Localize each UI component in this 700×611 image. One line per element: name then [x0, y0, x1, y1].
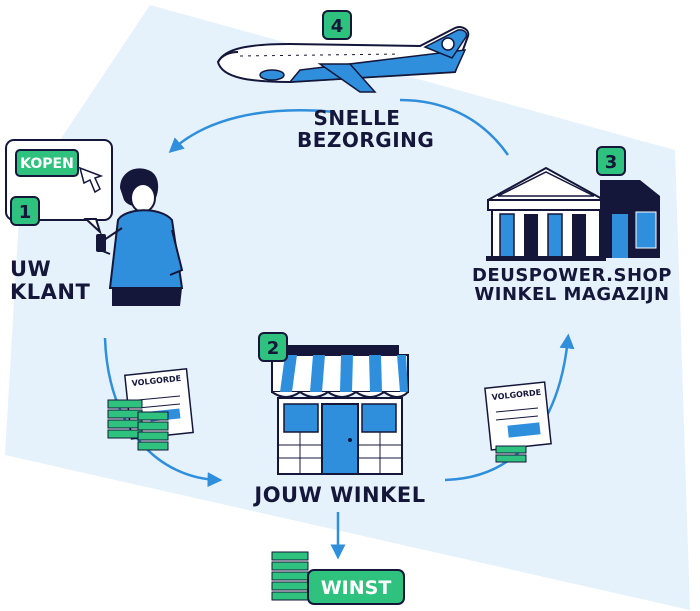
customer-label-line1: UW: [10, 257, 52, 281]
money-stack-icon-profit: [271, 551, 309, 601]
pointer-hand-icon: [78, 166, 104, 194]
money-stack-icon-right: [495, 445, 527, 463]
delivery-label: SNELLE BEZORGING: [297, 106, 435, 152]
shop-label: JOUW WINKEL: [254, 483, 426, 507]
step-number-4: 4: [322, 10, 352, 40]
warehouse-label-line2: WINKEL MAGAZIJN: [474, 284, 670, 306]
airplane-icon: [216, 26, 470, 93]
shopper-icon: [5, 139, 184, 306]
shop-icon: [271, 345, 409, 475]
money-stack-icon-left: [107, 399, 169, 451]
buy-button-label: KOPEN: [20, 156, 74, 172]
profit-badge: [307, 569, 405, 605]
background-panel: [5, 5, 690, 610]
delivery-label-line2: BEZORGING: [297, 127, 435, 152]
step-number-3: 3: [596, 146, 626, 176]
step-number-2: 2: [258, 332, 288, 362]
profit-label: WINST: [321, 577, 392, 599]
delivery-label-line1: SNELLE: [313, 106, 401, 130]
arrow-warehouse-to-delivery: [399, 98, 510, 156]
buy-button: [15, 149, 79, 177]
customer-label: UW KLANT: [10, 258, 90, 303]
warehouse-label-line1: DEUSPOWER.SHOP: [471, 265, 673, 286]
step-number-1: 1: [10, 196, 40, 226]
warehouse-label: DEUSPOWER.SHOP WINKEL MAGAZIJN: [452, 266, 692, 305]
warehouse-icon: [486, 166, 660, 261]
order-document-icon-right: [484, 381, 552, 451]
customer-label-line2: KLANT: [10, 279, 91, 304]
arrow-delivery-to-customer: [168, 109, 336, 154]
